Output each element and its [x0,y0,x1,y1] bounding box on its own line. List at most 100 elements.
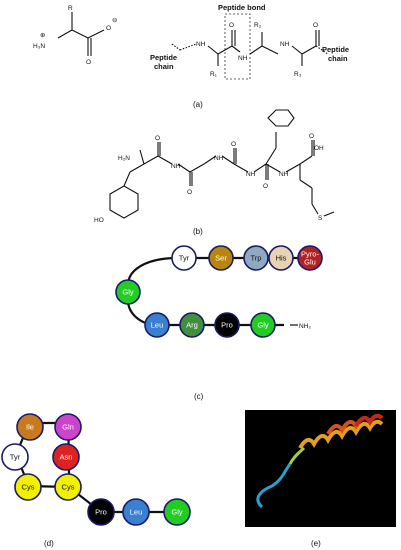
phenol-ho: HO [94,217,104,224]
residue-circle [297,245,323,271]
residue-label: Tyr [179,254,190,263]
panel-e-label: (e) [311,539,321,548]
residue-label: Cys [62,483,75,492]
residue-circle [122,498,150,526]
residue-circle [115,279,141,305]
residue-label: Gln [62,423,74,432]
nh-left: NH [196,41,206,48]
ammonium-label: H₃N [33,43,45,50]
residue-ile-d-0: Ile [16,413,44,441]
residue-label: Ile [26,423,34,432]
tail-bonds [68,486,177,514]
residue-gly-c-mid-0: Gly [115,279,141,305]
nh-b4: NH [279,171,289,178]
carbonyl-o2: O [313,22,318,29]
carboxyl-oh: OH [314,145,324,152]
panel-a: R H₃N ⊕ O O ⊖ Peptide bond NH O NH R₂ NH [33,3,349,109]
residue-leu-c-bot-0: Leu [144,312,170,338]
sulfur-s: S [318,215,323,222]
residue-label: Trp [251,254,262,263]
carbonyl-o-b3: O [231,141,236,148]
residue-label: Arg [186,321,198,330]
peptide-bond-label: Peptide bond [218,3,266,12]
residue-circle [144,312,170,338]
carbonyl-o1: O [229,22,234,29]
residue-circle [52,443,80,471]
chain-left-1: Peptide [150,53,177,62]
residue-circle [87,498,115,526]
residue-pyro-glu-c-4: Pyro-Glu [297,245,323,271]
nh-b1: NH [171,163,181,170]
carbonyl-oxygen: O [86,59,91,66]
protein-structure-render [245,410,396,527]
panel-c-label: (c) [194,392,204,401]
residue-label: Gly [257,321,269,330]
amide-terminus: NH₂ [299,323,311,330]
residue-circle [14,473,42,501]
chain-right-1: Peptide [322,45,349,54]
positive-charge: ⊕ [40,32,46,39]
panel-b: H₂N HO O NH O NH O NH O NH O OH S (b) [94,109,335,236]
residue-pro-c-bot-2: Pro [214,312,240,338]
carbonyl-o-b1: O [155,135,160,142]
residue-label: Leu [130,508,143,517]
r1-label: R₁ [210,71,218,78]
r2-label: R₂ [254,22,262,29]
residue-trp-c-2: Trp [243,245,269,271]
alpha-helix-ribbon [256,413,384,509]
residue-tyr-d-5: Tyr [1,443,29,471]
residue-circle [214,312,240,338]
residue-circle [179,312,205,338]
residue-circle [208,245,234,271]
residue-gly-d-tail-2: Gly [163,498,191,526]
peptide-bond-box [224,13,251,80]
residue-arg-c-bot-1: Arg [179,312,205,338]
residue-label: Cys [22,483,35,492]
negative-charge: ⊖ [112,17,118,24]
nh-b3: NH [246,171,256,178]
carbonyl-o-b2: O [187,189,192,196]
residue-circle [268,245,294,271]
residue-circle [163,498,191,526]
carboxyl-o: O [309,133,314,140]
residue-circle [243,245,269,271]
chain-right-2: chain [328,54,348,63]
nh-b2: NH [214,155,224,162]
residue-label: Gly [122,288,134,297]
residue-tyr-c-0: Tyr [171,245,197,271]
chain-left-2: chain [154,62,174,71]
residue-label: Leu [151,321,164,330]
residue-leu-d-tail-1: Leu [122,498,150,526]
residue-label: Asn [60,453,73,462]
carbonyl-o-b4: O [263,183,268,190]
panel-a-label: (a) [193,100,203,109]
panel-b-label: (b) [193,227,203,236]
residue-label: Pro [95,508,107,517]
residue-asn-d-2: Asn [52,443,80,471]
residue-ser-c-1: Ser [208,245,234,271]
phenyl-ring [267,109,295,127]
residue-circle [250,312,276,338]
nh-right: NH [280,41,290,48]
residue-circle [54,413,82,441]
nh-mid: NH [238,55,248,62]
residue-circle [54,473,82,501]
carboxylate-oxygen: O [106,25,111,32]
residue-pro-d-tail-0: Pro [87,498,115,526]
residue-label: Ser [215,254,227,263]
residue-gln-d-1: Gln [54,413,82,441]
residue-circle [16,413,44,441]
r3-label: R₃ [294,71,302,78]
residue-label: Glu [304,258,316,267]
residue-gly-c-bot-3: Gly [250,312,276,338]
residue-cys-d-4: Cys [14,473,42,501]
amino-acid-structure: R H₃N ⊕ O O ⊖ [33,5,118,66]
panel-e: (e) [245,410,396,548]
peptide-structure: Peptide bond NH O NH R₂ NH O R₁ R [150,3,349,80]
residue-label: Gly [171,508,183,517]
residue-label: Pro [221,321,233,330]
